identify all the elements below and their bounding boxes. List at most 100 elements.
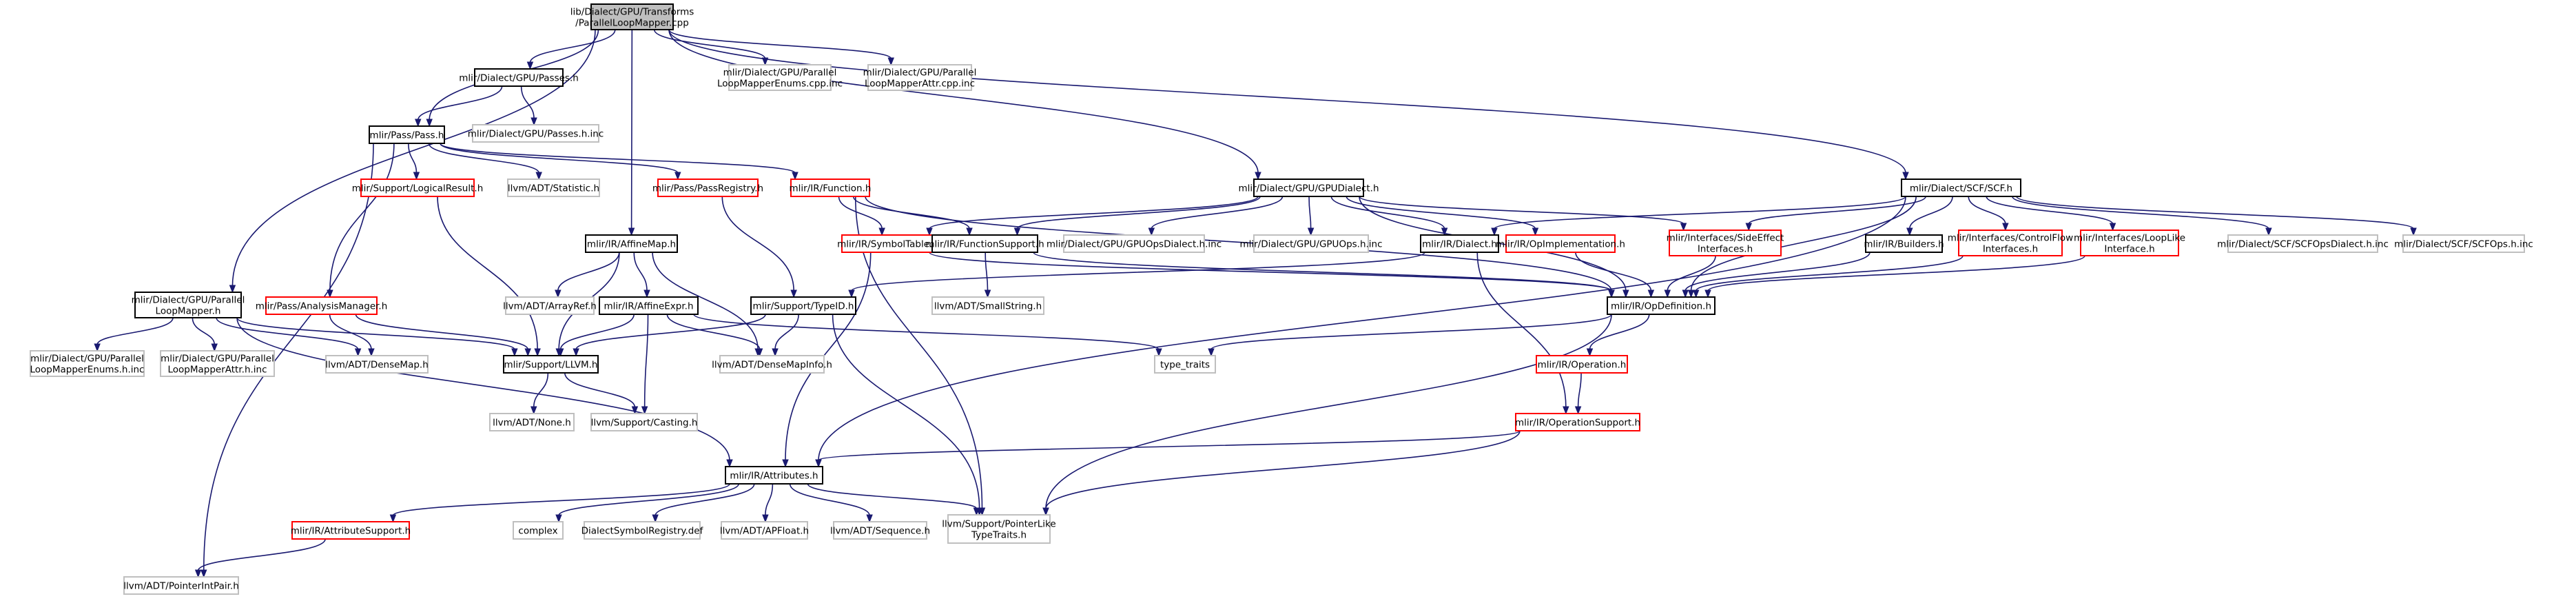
graph-node-gpu-dialect[interactable]: mlir/Dialect/GPU/GPUDialect.h (1238, 179, 1379, 197)
node-label: llvm/Support/Casting.h (591, 418, 698, 429)
graph-node-dense-map-info: llvm/ADT/DenseMapInfo.h (712, 355, 832, 374)
graph-node-analysis-mgr[interactable]: mlir/Pass/AnalysisManager.h (256, 296, 388, 315)
edge-line (437, 196, 538, 350)
graph-node-op-definition[interactable]: mlir/IR/OpDefinition.h (1607, 296, 1715, 315)
edge-line (1346, 196, 1536, 230)
node-label: llvm/ADT/Statistic.h (508, 183, 599, 194)
edge-line (807, 483, 978, 509)
edge-line (1210, 314, 1612, 350)
edge-pass-h-to-function-h (440, 143, 798, 181)
edge-arrowhead (555, 514, 562, 523)
edge-line (1968, 196, 2006, 225)
node-box (472, 124, 599, 143)
node-label: mlir/Interfaces/LoopLike (2074, 233, 2185, 244)
graph-node-builders[interactable]: mlir/IR/Builders.h (1864, 234, 1944, 253)
edge-analysis-mgr-to-support-llvm (355, 314, 531, 357)
edge-arrowhead (848, 289, 855, 298)
edge-line (533, 372, 549, 408)
edge-function-support-to-small-string (984, 252, 991, 298)
graph-node-dialect-symbol-registry: DialectSymbolRegistry.def (581, 521, 704, 540)
graph-node-function-support[interactable]: mlir/IR/FunctionSupport.h (925, 234, 1044, 253)
graph-node-function-h[interactable]: mlir/IR/Function.h (790, 179, 872, 197)
node-label: mlir/Dialect/GPU/Parallel (132, 295, 245, 306)
node-label: mlir/IR/SymbolTable.h (837, 239, 938, 250)
graph-node-affine-map[interactable]: mlir/IR/AffineMap.h (585, 234, 678, 253)
edge-gpu-dialect-to-op-impl (1346, 196, 1539, 236)
node-label: llvm/Support/PointerLike (942, 519, 1055, 530)
node-box (30, 350, 145, 377)
node-label: mlir/IR/AffineMap.h (587, 239, 676, 250)
edge-arrowhead (94, 343, 101, 352)
edge-attributes-h-to-ap-float (762, 483, 774, 523)
node-box (1607, 296, 1715, 315)
graph-node-enums-h-inc: mlir/Dialect/GPU/ParallelLoopMapperEnums… (30, 350, 145, 377)
graph-node-operation-h[interactable]: mlir/IR/Operation.h (1536, 355, 1628, 374)
node-label: mlir/Support/LogicalResult.h (352, 183, 484, 194)
edge-plm-h-to-support-llvm (236, 317, 518, 357)
edge-affine-expr-to-dense-map-info (666, 314, 763, 357)
graph-node-dialect-h[interactable]: mlir/IR/Dialect.h (1420, 234, 1499, 253)
edge-arrowhead (772, 348, 779, 357)
graph-node-symbol-table[interactable]: mlir/IR/SymbolTable.h (837, 234, 938, 253)
node-label: mlir/Support/LLVM.h (504, 360, 598, 371)
edge-pass-h-to-pass-registry (440, 143, 681, 181)
graph-node-attributes-h[interactable]: mlir/IR/Attributes.h (725, 466, 823, 485)
node-box (867, 64, 972, 91)
edge-line (985, 252, 989, 292)
graph-node-passes-h[interactable]: mlir/Dialect/GPU/Passes.h (459, 68, 579, 87)
graph-node-scf-ops-inc: mlir/Dialect/SCF/SCFOps.h.inc (2394, 234, 2533, 253)
graph-node-op-impl[interactable]: mlir/IR/OpImplementation.h (1496, 234, 1625, 253)
node-label: mlir/IR/AttributeSupport.h (291, 526, 411, 537)
node-box (931, 234, 1038, 253)
node-label: llvm/ADT/APFloat.h (720, 526, 809, 537)
edge-logical-result-to-support-llvm (437, 196, 541, 357)
graph-node-scf-h[interactable]: mlir/Dialect/SCF/SCF.h (1901, 179, 2021, 197)
edge-arrowhead (1902, 172, 1909, 181)
edge-arrowhead (1680, 223, 1687, 232)
edge-line (1748, 196, 1926, 225)
edge-line (236, 317, 730, 461)
edge-arrowhead (641, 406, 648, 415)
edge-line (721, 196, 794, 292)
edge-arrowhead (1704, 289, 1711, 298)
graph-node-logical-result[interactable]: mlir/Support/LogicalResult.h (352, 179, 484, 197)
node-label: mlir/Dialect/GPU/Parallel (30, 354, 144, 365)
node-box (590, 413, 698, 431)
node-box (1154, 355, 1216, 374)
graph-node-support-llvm[interactable]: mlir/Support/LLVM.h (503, 355, 599, 374)
graph-node-pass-registry[interactable]: mlir/Pass/PassRegistry.h (652, 179, 763, 197)
graph-node-attribute-support[interactable]: mlir/IR/AttributeSupport.h (291, 521, 411, 540)
edge-arrowhead (2109, 223, 2116, 232)
edge-line (1695, 255, 1964, 292)
graph-node-pass-h[interactable]: mlir/Pass/Pass.h (369, 125, 445, 144)
edge-arrowhead (878, 227, 885, 236)
edge-affine-expr-to-casting-h (641, 314, 649, 415)
edge-gpu-dialect-to-gpu-ops-dialect-inc (1148, 196, 1284, 236)
graph-node-operation-support[interactable]: mlir/IR/OperationSupport.h (1515, 413, 1640, 431)
edge-line (655, 483, 755, 516)
edge-support-llvm-to-casting-h (564, 372, 639, 415)
edge-line (392, 483, 730, 516)
edge-arrowhead (1574, 406, 1582, 415)
graph-node-affine-expr[interactable]: mlir/IR/AffineExpr.h (599, 296, 699, 315)
graph-node-typeid[interactable]: mlir/Support/TypeID.h (750, 296, 856, 315)
edge-line (558, 483, 739, 516)
graph-node-ap-float: llvm/ADT/APFloat.h (720, 521, 809, 540)
edge-arrowhead (535, 172, 542, 181)
graph-node-plm-h[interactable]: mlir/Dialect/GPU/ParallelLoopMapper.h (132, 292, 245, 318)
edge-arrowhead (726, 459, 733, 468)
node-box (505, 296, 595, 315)
node-box (265, 296, 378, 315)
edge-plm-h-to-enums-h-inc (94, 317, 174, 352)
edge-plm-h-to-dense-map (216, 317, 362, 357)
node-box (160, 350, 275, 377)
edge-arrowhead (1647, 289, 1655, 298)
edge-arrowhead (756, 348, 763, 357)
edge-line (818, 430, 1521, 461)
edge-line (653, 29, 766, 59)
edge-line (1045, 314, 1612, 509)
